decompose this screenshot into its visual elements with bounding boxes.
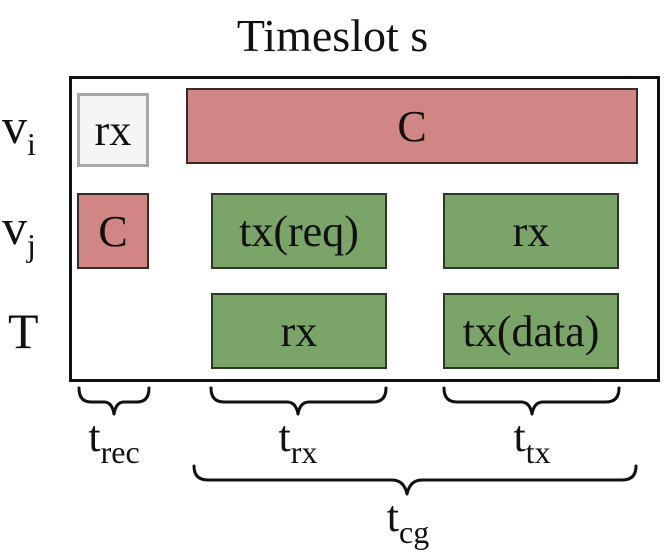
duration-label-cg-sub: cg	[399, 514, 430, 550]
brace-rx-path	[209, 386, 388, 416]
duration-label-rec: trec	[66, 412, 162, 468]
vi-rx-block: rx	[77, 93, 149, 167]
diagram-title: Timeslot s	[236, 10, 429, 61]
duration-label-cg-main: t	[386, 492, 400, 541]
brace-rec-path	[77, 386, 151, 416]
timeslot-frame	[69, 76, 660, 382]
vj-rx-block: rx	[443, 193, 619, 269]
duration-label-rec-sub: rec	[100, 434, 140, 470]
row-label-vi-main: v	[2, 98, 27, 154]
vj-contention-block: C	[77, 193, 149, 269]
vi-contention-block: C	[186, 88, 638, 164]
brace-tx-path	[442, 386, 621, 416]
row-label-t: T	[8, 301, 72, 361]
brace-cg-path	[192, 464, 638, 496]
duration-label-tx-sub: tx	[525, 434, 551, 470]
row-label-vi: vi	[2, 96, 66, 160]
row-label-vj-main: v	[2, 199, 27, 255]
row-label-vj: vj	[2, 197, 66, 261]
duration-label-rx: trx	[250, 412, 346, 468]
duration-label-tx-main: t	[513, 412, 526, 461]
t-rx-block: rx	[211, 293, 387, 369]
duration-label-cg: tcg	[360, 492, 456, 548]
duration-label-rx-sub: rx	[290, 434, 318, 470]
duration-label-tx: ttx	[484, 412, 580, 468]
t-txdata-block: tx(data)	[443, 293, 619, 369]
row-label-t-main: T	[8, 303, 39, 359]
duration-label-rec-main: t	[88, 412, 101, 461]
duration-label-rx-main: t	[278, 412, 291, 461]
vj-txreq-block: tx(req)	[211, 193, 387, 269]
row-label-vi-sub: i	[27, 126, 36, 162]
row-label-vj-sub: j	[27, 227, 36, 263]
